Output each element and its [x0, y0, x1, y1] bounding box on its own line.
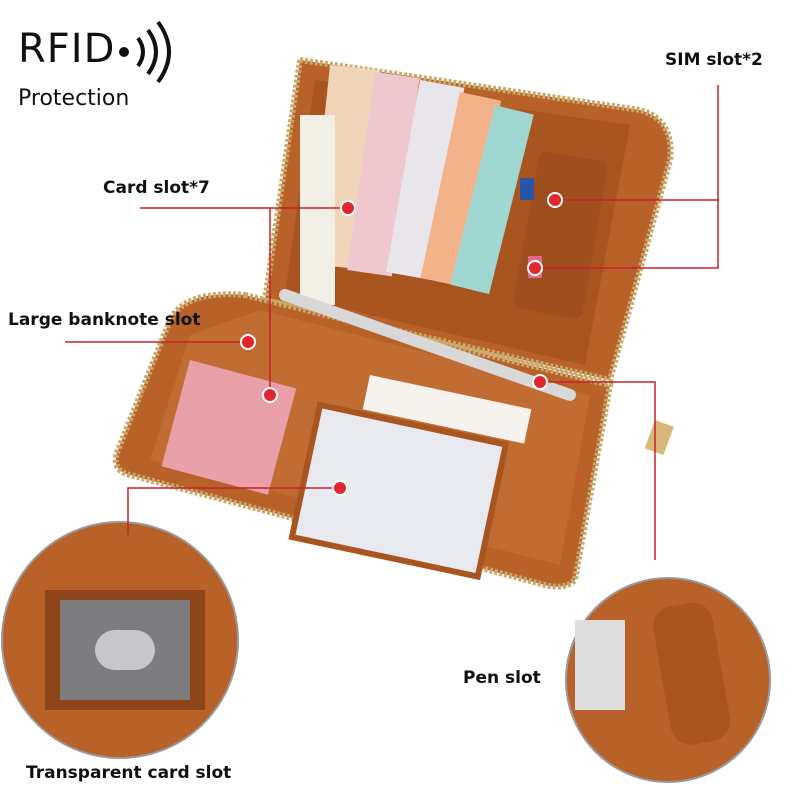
zipper-pull [644, 420, 674, 456]
pen [279, 289, 576, 401]
card-slot-label: Card slot*7 [103, 178, 210, 198]
wallet-lower-panel [112, 289, 614, 590]
rfid-title: RFID [18, 26, 116, 72]
id-window [288, 401, 510, 581]
inset-pen-slot [565, 577, 771, 783]
inset-transparent-slot [1, 521, 239, 759]
sim-card [520, 178, 534, 200]
callout-lines [65, 85, 719, 560]
sim-slot-label: SIM slot*2 [665, 50, 763, 70]
banknote-slot-label: Large banknote slot [8, 310, 201, 330]
rfid-subtitle: Protection [18, 86, 130, 111]
callout-dots [240, 192, 563, 496]
transparent-slot-label: Transparent card slot [26, 763, 232, 783]
card-stack [300, 64, 534, 305]
wireless-signal-icon [119, 20, 171, 84]
pen-slot-label: Pen slot [463, 668, 541, 688]
